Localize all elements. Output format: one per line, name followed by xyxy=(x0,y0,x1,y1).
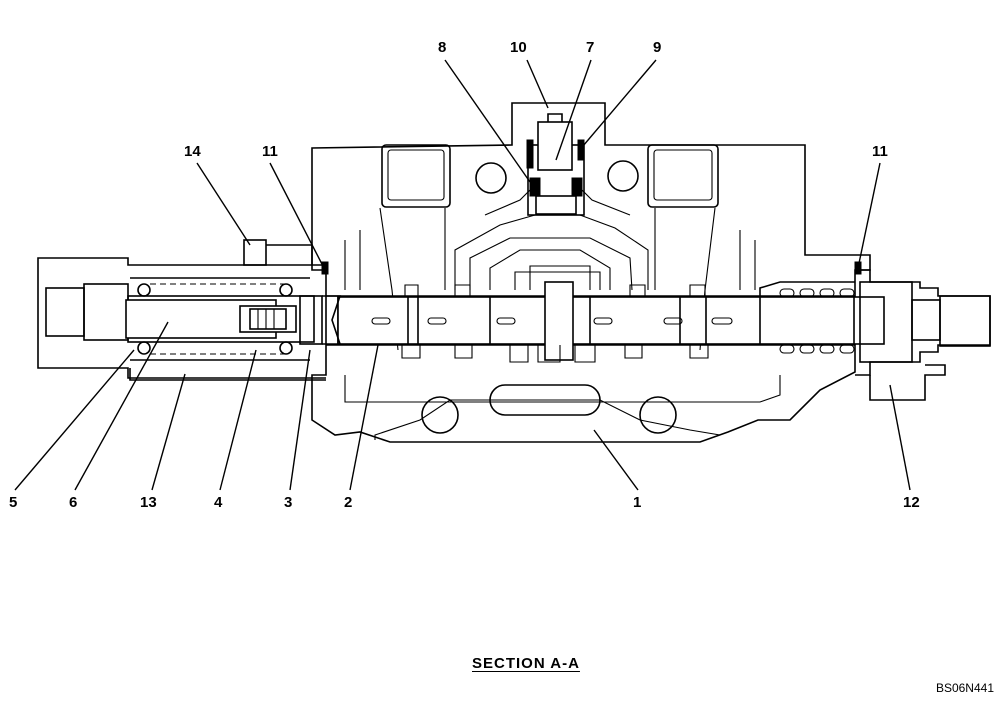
callout-6: 6 xyxy=(69,494,78,511)
callout-2: 2 xyxy=(344,494,353,511)
leader-lines xyxy=(14,59,911,491)
right-spring-coils xyxy=(779,288,855,354)
callout-9: 9 xyxy=(653,39,662,56)
drawing-code: BS06N441 xyxy=(935,681,994,695)
left-bolt-hole xyxy=(475,162,507,194)
callout-3: 3 xyxy=(284,494,293,511)
callout-4: 4 xyxy=(214,494,223,511)
right-upper-port xyxy=(647,144,719,208)
callout-1: 1 xyxy=(633,494,642,511)
right-bolt-hole xyxy=(607,160,639,192)
section-caption: SECTION A-A xyxy=(472,655,580,672)
callout-14: 14 xyxy=(184,143,201,160)
callout-11-right: 11 xyxy=(872,143,888,160)
left-spring-bottom xyxy=(150,341,290,355)
lower-left-hole xyxy=(421,396,459,434)
callout-7: 7 xyxy=(586,39,595,56)
valve-body-outline xyxy=(311,102,871,443)
left-spring-top xyxy=(150,283,290,297)
callout-11-left: 11 xyxy=(262,143,278,160)
lower-right-hole xyxy=(639,396,677,434)
spool-bore xyxy=(326,295,855,346)
callout-10: 10 xyxy=(510,39,527,56)
callout-8: 8 xyxy=(438,39,447,56)
left-upper-port xyxy=(381,144,451,208)
callout-12: 12 xyxy=(903,494,920,511)
spring-cap xyxy=(37,257,326,379)
left-end-plug xyxy=(45,287,85,337)
plug-14 xyxy=(243,239,267,266)
lower-slot xyxy=(489,384,601,416)
body-lower-contour xyxy=(374,399,721,440)
callout-5: 5 xyxy=(9,494,18,511)
callout-13: 13 xyxy=(140,494,157,511)
